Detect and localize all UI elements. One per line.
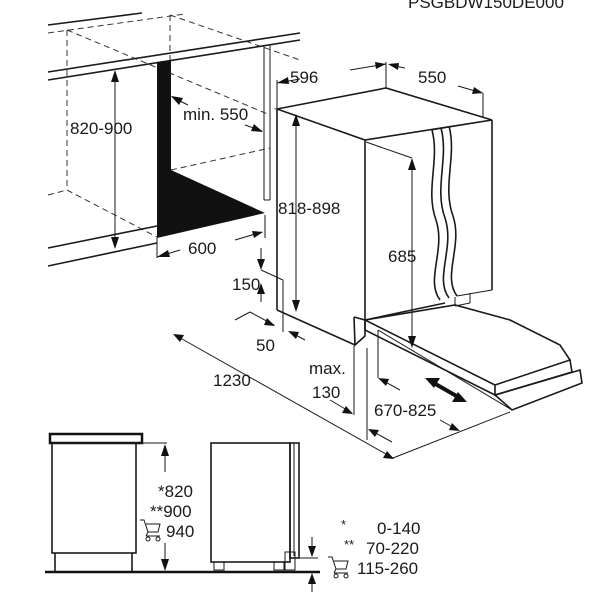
door-range-label: 670-825 xyxy=(374,401,436,420)
legend-std-value: 0-140 xyxy=(377,519,420,538)
max-label: max. xyxy=(309,359,346,378)
height-xl-label: **900 xyxy=(150,502,192,521)
cart-icon xyxy=(140,519,161,542)
niche-width-label: 600 xyxy=(188,239,216,258)
appliance-width-label: 596 xyxy=(290,68,318,87)
dishwasher-3d xyxy=(173,62,583,459)
side-view-dishwasher xyxy=(210,442,318,592)
height-cart-label: 940 xyxy=(166,522,194,541)
legend-std-mark: * xyxy=(341,517,346,532)
model-code: PSGBDW150DE000 xyxy=(408,0,564,12)
legend-xl-mark: ** xyxy=(344,537,354,552)
legend-cart-value: 115-260 xyxy=(357,559,418,578)
plinth-gap-label: 50 xyxy=(256,336,275,355)
double-arrow-icon xyxy=(425,378,440,388)
inner-height-label: 685 xyxy=(388,247,416,266)
appliance-height-label: 818-898 xyxy=(278,199,340,218)
niche-side-panel xyxy=(157,60,265,238)
min-depth-label: min. 550 xyxy=(183,105,248,124)
max-value-label: 130 xyxy=(312,383,340,402)
appliance-depth-label: 550 xyxy=(418,68,446,87)
cart-icon xyxy=(328,556,349,579)
plinth-height-label: 150 xyxy=(232,275,260,294)
legend-xl-value: 70-220 xyxy=(366,539,419,558)
height-std-label: *820 xyxy=(158,482,193,501)
kitchen-niche xyxy=(47,12,301,267)
side-view-cabinet xyxy=(45,432,320,574)
door-open-depth-label: 1230 xyxy=(213,371,251,390)
niche-height-label: 820-900 xyxy=(70,119,132,138)
